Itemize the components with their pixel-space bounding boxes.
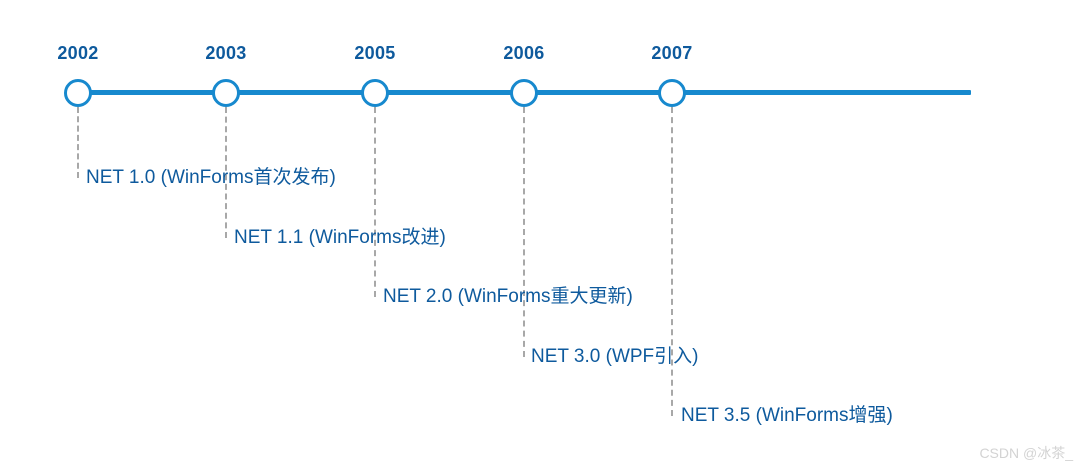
milestone-node-2007[interactable]: [658, 79, 686, 107]
milestone-node-2002[interactable]: [64, 79, 92, 107]
event-label-2007: NET 3.5 (WinForms增强): [681, 405, 893, 426]
event-label-2005: NET 2.0 (WinForms重大更新): [383, 286, 633, 307]
event-label-2006: NET 3.0 (WPF引入): [531, 346, 699, 367]
year-label-2003: 2003: [205, 43, 247, 63]
event-label-2002: NET 1.0 (WinForms首次发布): [86, 167, 336, 188]
milestone-node-2006[interactable]: [510, 79, 538, 107]
year-label-2002: 2002: [57, 43, 99, 63]
leader-line-2007: [671, 107, 673, 416]
milestone-node-2005[interactable]: [361, 79, 389, 107]
csdn-watermark: CSDN @冰茶_: [979, 445, 1073, 461]
leader-line-2005: [374, 107, 376, 297]
leader-line-2003: [225, 107, 227, 238]
year-label-2006: 2006: [503, 43, 545, 63]
year-label-2005: 2005: [354, 43, 396, 63]
leader-line-2006: [523, 107, 525, 357]
year-label-2007: 2007: [651, 43, 693, 63]
event-label-2003: NET 1.1 (WinForms改进): [234, 227, 446, 248]
leader-line-2002: [77, 107, 79, 178]
milestone-node-2003[interactable]: [212, 79, 240, 107]
